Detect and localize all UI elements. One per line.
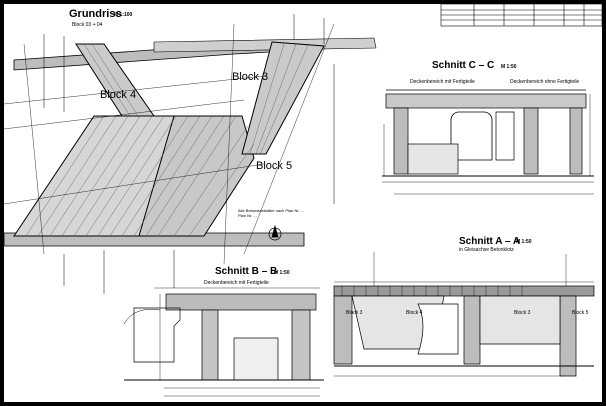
section-a-a-caption: in Gleisachse Betonklotz — [459, 247, 514, 253]
block-4-label: Block 4 — [100, 89, 137, 101]
block-3-label: Block 3 — [232, 71, 269, 83]
section-b-b-title: Schnitt B – B — [215, 266, 278, 277]
construction-drawing — [4, 4, 602, 397]
plan-scale: M 1:100 — [114, 12, 133, 18]
section-c-c-left-caption: Deckenbereich mit Fertigteile — [410, 79, 475, 85]
section-a-a-block-4: Block 4 — [406, 310, 423, 316]
section-a-a-scale: M 1:50 — [516, 239, 532, 245]
section-a-a-block-3: Block 3 — [346, 310, 363, 316]
drawing-sheet: Grundriss M 1:100 Block 03 + 04 Block 4 … — [4, 4, 602, 402]
section-c-c — [382, 89, 594, 195]
section-a-a-block-3-right: Block 3 — [514, 310, 531, 316]
plan-view — [4, 14, 377, 294]
section-b-b-scale: M 1:50 — [274, 270, 290, 276]
section-a-a — [333, 252, 595, 377]
section-c-c-scale: M 1:50 — [501, 64, 517, 70]
section-b-b-caption: Deckenbereich mit Fertigteile — [204, 280, 269, 286]
plan-note: Alle Betonstahlstäbe nach Plan Nr. ... P… — [238, 208, 305, 218]
north-arrow-icon — [268, 224, 282, 241]
section-c-c-title: Schnitt C – C — [432, 60, 495, 71]
title-block — [440, 4, 602, 27]
section-a-a-block-5: Block 5 — [572, 310, 589, 316]
plan-subtitle: Block 03 + 04 — [72, 22, 103, 28]
section-c-c-right-caption: Deckenbereich ohne Fertigteile — [510, 79, 580, 85]
block-5-label: Block 5 — [256, 160, 293, 172]
section-b-b — [123, 287, 324, 397]
plan-title: Grundriss — [69, 8, 122, 20]
section-a-a-title: Schnitt A – A — [459, 236, 521, 247]
